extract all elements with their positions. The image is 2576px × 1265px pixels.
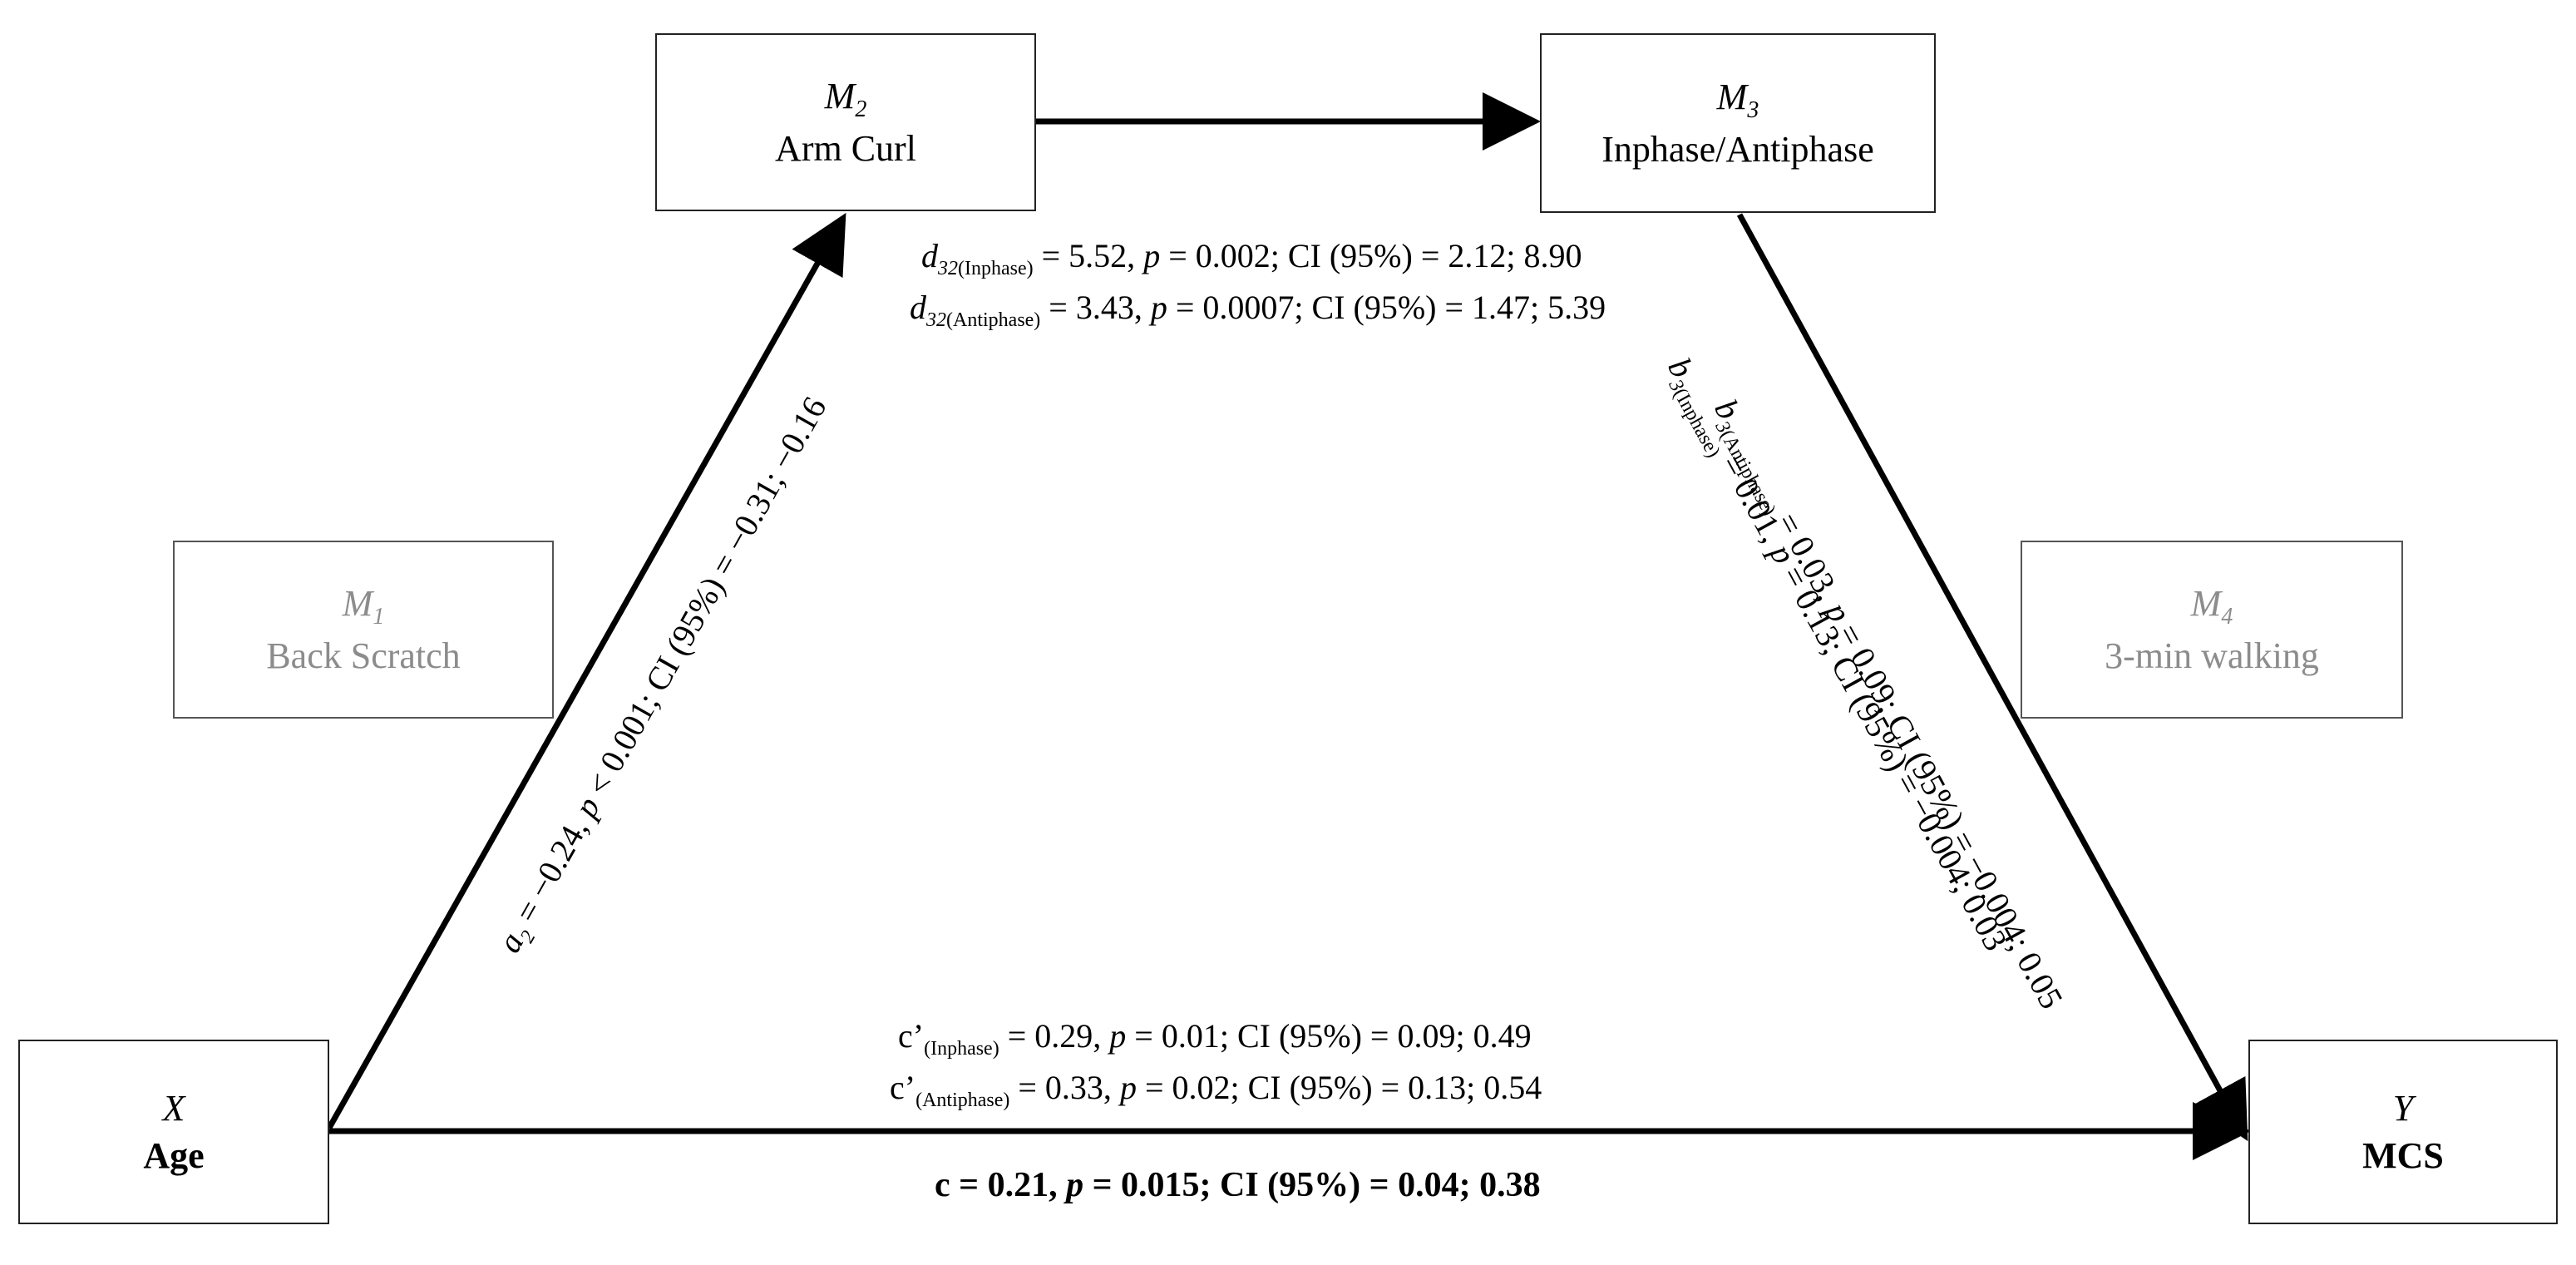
node-m2-label: Arm Curl (775, 128, 916, 169)
node-m4-walking: M4 3-min walking (2021, 541, 2403, 719)
node-m3-label: Inphase/Antiphase (1601, 129, 1874, 170)
node-m4-label: 3-min walking (2105, 635, 2319, 676)
node-m1-label: Back Scratch (266, 635, 461, 676)
node-x-age: X Age (18, 1040, 329, 1224)
node-m2-arm-curl: M2 Arm Curl (655, 33, 1036, 211)
node-x-variable: X (162, 1087, 185, 1129)
arrow-m3-to-y (1736, 213, 2248, 1142)
node-m3-variable: M3 (1716, 76, 1759, 123)
node-y-label: MCS (2362, 1135, 2444, 1176)
path-label-cprime-antiphase: c’(Antiphase) = 0.33, p = 0.02; CI (95%)… (890, 1069, 1542, 1111)
path-label-d32-inphase: d32(Inphase) = 5.52, p = 0.002; CI (95%)… (921, 237, 1582, 279)
node-x-label: Age (143, 1135, 205, 1176)
node-m4-variable: M4 (2190, 582, 2233, 630)
path-label-c-total: c = 0.21, p = 0.015; CI (95%) = 0.04; 0.… (935, 1166, 1541, 1204)
node-m1-variable: M1 (342, 582, 385, 630)
arrow-x-to-m2 (326, 212, 846, 1129)
node-y-mcs: Y MCS (2248, 1040, 2558, 1224)
path-label-cprime-inphase: c’(Inphase) = 0.29, p = 0.01; CI (95%) =… (898, 1017, 1532, 1060)
node-m2-variable: M2 (824, 75, 867, 122)
node-m3-inphase-antiphase: M3 Inphase/Antiphase (1540, 33, 1936, 213)
path-label-d32-antiphase: d32(Antiphase) = 3.43, p = 0.0007; CI (9… (910, 289, 1606, 331)
node-m1-back-scratch: M1 Back Scratch (173, 541, 554, 719)
node-y-variable: Y (2392, 1087, 2414, 1129)
